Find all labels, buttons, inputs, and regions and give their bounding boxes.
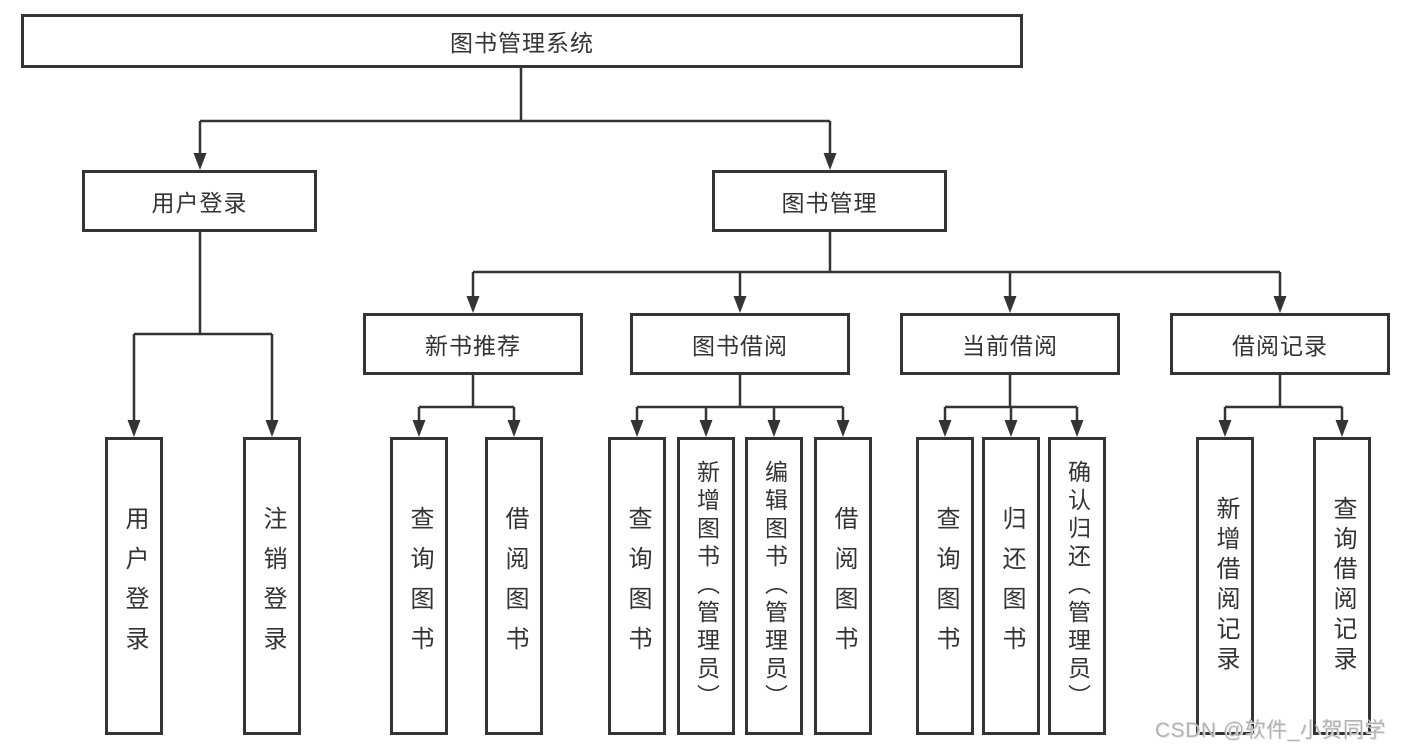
node-borrow-records: 借阅记录	[1170, 313, 1390, 375]
arrowhead-down-icon	[1070, 420, 1084, 437]
arrowhead-down-icon	[265, 420, 279, 437]
arrowhead-down-icon	[823, 153, 837, 170]
leaf-edit-book-admin: 编辑图书（管理员）	[745, 437, 803, 735]
leaf-query-borrow-record-label: 查询借阅记录	[1329, 496, 1356, 676]
arrowhead-down-icon	[193, 153, 207, 170]
arrowhead-down-icon	[630, 420, 644, 437]
leaf-borrow-query-label: 查询图书	[624, 506, 651, 666]
node-current-borrow-label: 当前借阅	[962, 333, 1058, 359]
leaf-borrow-book: 借阅图书	[814, 437, 872, 735]
leaf-add-book-admin: 新增图书（管理员）	[677, 437, 735, 735]
leaf-newbook-query: 查询图书	[390, 437, 448, 735]
node-user-login-label: 用户登录	[151, 190, 248, 216]
leaf-add-book-admin-label: 新增图书（管理员）	[693, 460, 720, 712]
node-user-login: 用户登录	[82, 170, 317, 232]
leaf-borrow-book-label: 借阅图书	[830, 506, 857, 666]
leaf-user-login: 用户登录	[105, 437, 163, 735]
arrowhead-down-icon	[767, 420, 781, 437]
arrowhead-down-icon	[466, 296, 480, 313]
node-root: 图书管理系统	[21, 14, 1023, 68]
arrowhead-down-icon	[1003, 296, 1017, 313]
leaf-add-borrow-record-label: 新增借阅记录	[1212, 496, 1239, 676]
leaf-edit-book-admin-label: 编辑图书（管理员）	[761, 460, 788, 712]
arrowhead-down-icon	[1004, 420, 1018, 437]
node-book-management-label: 图书管理	[781, 190, 878, 216]
node-borrow-records-label: 借阅记录	[1232, 333, 1328, 359]
node-book-management: 图书管理	[712, 170, 947, 232]
node-root-label: 图书管理系统	[450, 30, 594, 56]
node-book-borrow: 图书借阅	[630, 313, 850, 375]
leaf-confirm-return-admin: 确认归还（管理员）	[1048, 437, 1106, 735]
arrowhead-down-icon	[127, 420, 141, 437]
leaf-borrow-query: 查询图书	[608, 437, 666, 735]
leaf-logout: 注销登录	[243, 437, 301, 735]
leaf-confirm-return-admin-label: 确认归还（管理员）	[1064, 460, 1091, 712]
leaf-return-book: 归还图书	[982, 437, 1040, 735]
leaf-logout-label: 注销登录	[259, 506, 286, 666]
leaf-user-login-label: 用户登录	[121, 506, 148, 666]
arrowhead-down-icon	[1273, 296, 1287, 313]
node-new-book-recommend: 新书推荐	[363, 313, 583, 375]
arrowhead-down-icon	[1335, 420, 1349, 437]
arrowhead-down-icon	[836, 420, 850, 437]
leaf-add-borrow-record: 新增借阅记录	[1196, 437, 1254, 735]
arrowhead-down-icon	[699, 420, 713, 437]
arrowhead-down-icon	[507, 420, 521, 437]
leaf-return-book-label: 归还图书	[998, 506, 1025, 666]
arrowhead-down-icon	[1218, 420, 1232, 437]
arrowhead-down-icon	[412, 420, 426, 437]
leaf-newbook-borrow: 借阅图书	[485, 437, 543, 735]
leaf-current-query: 查询图书	[916, 437, 974, 735]
leaf-newbook-borrow-label: 借阅图书	[501, 506, 528, 666]
leaf-newbook-query-label: 查询图书	[406, 506, 433, 666]
leaf-query-borrow-record: 查询借阅记录	[1313, 437, 1371, 735]
arrowhead-down-icon	[938, 420, 952, 437]
leaf-current-query-label: 查询图书	[932, 506, 959, 666]
csdn-watermark: CSDN @软件_小贺同学	[1155, 719, 1386, 742]
arrowhead-down-icon	[733, 296, 747, 313]
node-current-borrow: 当前借阅	[900, 313, 1120, 375]
node-book-borrow-label: 图书借阅	[692, 333, 788, 359]
node-new-book-recommend-label: 新书推荐	[425, 333, 521, 359]
